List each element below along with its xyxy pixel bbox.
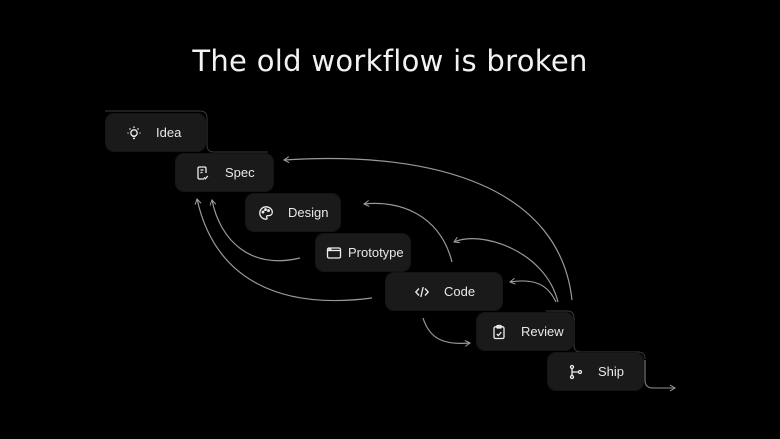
- clipboard-check-icon: [491, 324, 507, 340]
- step-review: Review: [477, 313, 573, 350]
- step-spec: Spec: [176, 154, 273, 191]
- step-label: Design: [288, 205, 329, 220]
- page-title: The old workflow is broken: [192, 44, 588, 78]
- step-label: Prototype: [348, 245, 404, 260]
- step-code: Code: [386, 273, 502, 310]
- step-ship: Ship: [548, 353, 643, 390]
- step-idea: Idea: [106, 114, 205, 151]
- step-label: Idea: [156, 125, 182, 140]
- document-check-icon: [195, 165, 211, 181]
- step-label: Code: [444, 284, 476, 299]
- step-label: Spec: [225, 165, 255, 180]
- code-icon: [414, 284, 430, 300]
- step-label: Ship: [598, 364, 625, 379]
- git-branch-icon: [568, 364, 584, 380]
- palette-icon: [258, 205, 274, 221]
- lightbulb-icon: [126, 125, 142, 141]
- step-prototype: Prototype: [316, 234, 410, 271]
- step-label: Review: [521, 324, 564, 339]
- step-design: Design: [246, 194, 340, 231]
- browser-window-icon: [326, 245, 342, 261]
